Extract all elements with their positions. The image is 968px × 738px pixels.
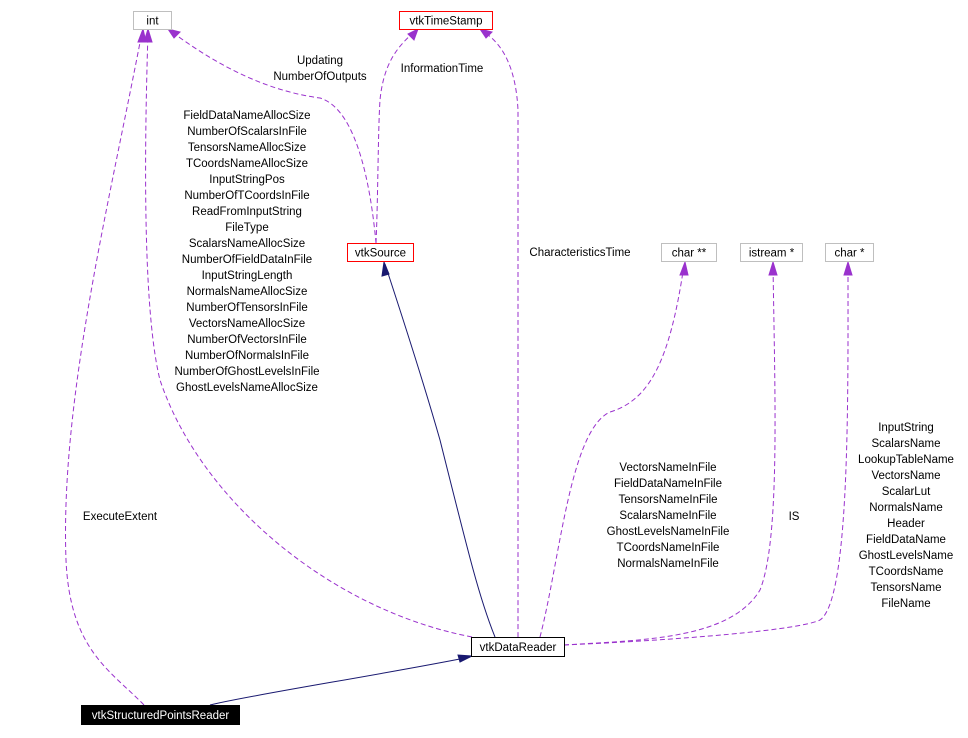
edge-label: NumberOfOutputs [273,71,367,83]
edge-datareader-istream [563,260,778,646]
edge-label: InputString [878,422,934,434]
label-datareader-charp: InputStringScalarsNameLookupTableNameVec… [858,422,954,610]
edge-label: InputStringPos [209,174,285,186]
label-datareader-charpp: VectorsNameInFileFieldDataNameInFileTens… [607,462,730,570]
edge-datareader-int [143,27,473,638]
edge-label: NumberOfFieldDataInFile [182,254,312,266]
edge-label: TensorsNameAllocSize [188,142,306,154]
edge-label: NumberOfTCoordsInFile [184,190,309,202]
edge-label: VectorsNameAllocSize [189,318,305,330]
edge-label: NormalsName [869,502,943,514]
node-int[interactable]: int [133,11,172,30]
edge-label: NumberOfScalarsInFile [187,126,307,138]
edge-label: CharacteristicsTime [529,247,630,259]
node-label: vtkDataReader [480,642,557,654]
edge-label: NormalsNameInFile [617,558,719,570]
edge-label: Header [887,518,925,530]
edge-label: Updating [297,55,343,67]
edge-label: InformationTime [401,63,484,75]
edge-label: FileType [225,222,268,234]
node-istream-pointer[interactable]: istream * [740,243,803,262]
node-label: vtkStructuredPointsReader [92,710,230,722]
edge-source-timestamp [375,27,419,244]
node-vtksource[interactable]: vtkSource [347,243,414,262]
edge-spreader-int [65,27,147,706]
node-label: vtkTimeStamp [409,16,482,28]
edge-label: GhostLevelsNameInFile [607,526,730,538]
label-source-int: Updating NumberOfOutputs [273,55,367,83]
node-vtkdatareader[interactable]: vtkDataReader [471,637,565,657]
edge-label: InputStringLength [202,270,293,282]
node-label: char ** [672,248,707,260]
node-label: istream * [749,248,795,260]
edge-label: FieldDataName [866,534,946,546]
node-label: int [146,16,159,28]
edge-datareader-charpp [539,260,689,638]
edge-label: LookupTableName [858,454,954,466]
edge-label: VectorsName [871,470,940,482]
edge-datareader-charp [563,260,853,646]
edge-label: NumberOfVectorsInFile [187,334,307,346]
edge-label: ScalarLut [882,486,931,498]
edge-label: FieldDataNameInFile [614,478,722,490]
edge-label: FileName [881,598,930,610]
edge-source-int [166,28,377,244]
edge-label: FieldDataNameAllocSize [183,110,310,122]
edge-datareader-source [381,260,496,638]
node-label: char * [834,248,865,260]
edge-label: NormalsNameAllocSize [187,286,308,298]
edge-label: ExecuteExtent [83,511,158,523]
edge-label: VectorsNameInFile [619,462,716,474]
edge-datareader-timestamp [478,28,519,637]
node-char-pointer-pointer[interactable]: char ** [661,243,717,262]
node-label: vtkSource [355,248,406,260]
node-vtkstructuredpointsreader[interactable]: vtkStructuredPointsReader [81,705,240,725]
edge-label: TensorsNameInFile [618,494,717,506]
label-datareader-int: FieldDataNameAllocSizeNumberOfScalarsInF… [174,110,319,394]
edge-spreader-datareader [209,654,474,706]
node-char-pointer[interactable]: char * [825,243,874,262]
edge-label: GhostLevelsNameAllocSize [176,382,318,394]
edge-label: TCoordsNameAllocSize [186,158,308,170]
edge-label: ScalarsNameInFile [619,510,716,522]
node-vtktimestamp[interactable]: vtkTimeStamp [399,11,493,30]
edge-label: ScalarsNameAllocSize [189,238,305,250]
edge-label: ScalarsName [871,438,940,450]
edge-label: IS [789,511,800,523]
edge-label: NumberOfTensorsInFile [186,302,307,314]
edge-label: NumberOfGhostLevelsInFile [174,366,319,378]
edge-label: GhostLevelsName [859,550,954,562]
edge-label: TCoordsName [869,566,944,578]
edge-label: TensorsName [871,582,942,594]
edge-label: NumberOfNormalsInFile [185,350,309,362]
edge-label: ReadFromInputString [192,206,302,218]
edge-label: TCoordsNameInFile [617,542,720,554]
